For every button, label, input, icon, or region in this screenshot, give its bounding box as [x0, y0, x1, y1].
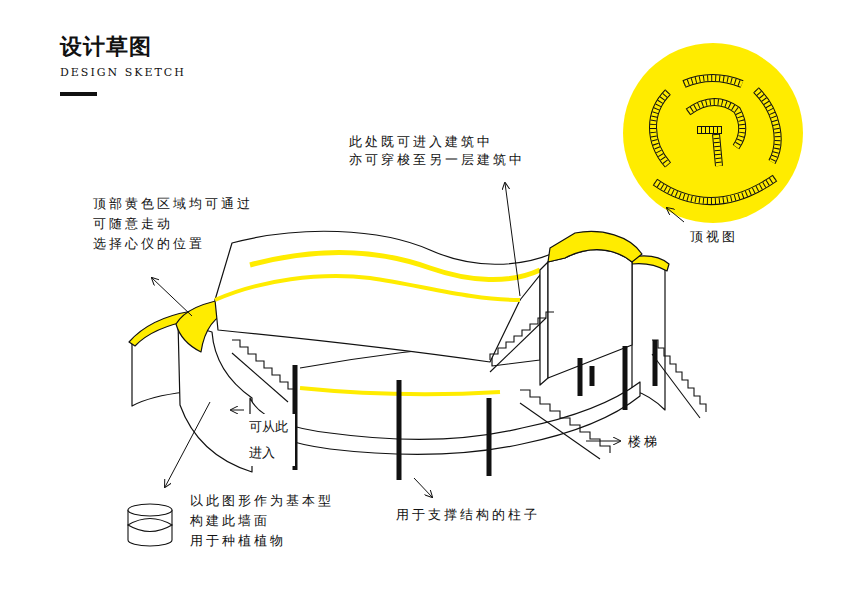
note-entry: 此处既可进入建筑中 亦可穿梭至另一层建筑中 [349, 133, 539, 169]
cylinder-icon [128, 504, 172, 546]
stair-steps [652, 340, 706, 412]
note-enter: 可从此 进入 [247, 414, 295, 466]
page-title: 设计草图 [60, 33, 152, 59]
note-roof: 顶部黄色区域均可通过 可随意走动 选择心仪的位置 [93, 194, 265, 254]
stair-steps [520, 390, 610, 453]
stair-stringer [232, 353, 288, 402]
pillars [295, 340, 655, 480]
stair-stringer [520, 403, 600, 459]
stair-stringer [652, 354, 700, 418]
leader-lines [152, 183, 684, 497]
top-view-label: 顶视图 [690, 228, 738, 246]
stairs-group [232, 312, 706, 459]
stairs-label: 楼梯 [628, 433, 660, 451]
note-wall: 以此图形作为基本型 构建此墙面 用于种植植物 [190, 491, 344, 551]
top-view [623, 43, 803, 223]
stair-stringer [490, 318, 546, 372]
stair-steps [232, 340, 296, 396]
note-pillars: 用于支撑结构的柱子 [396, 506, 540, 524]
subtitle: DESIGN SKETCH [60, 66, 186, 80]
heading-bar [60, 92, 97, 96]
